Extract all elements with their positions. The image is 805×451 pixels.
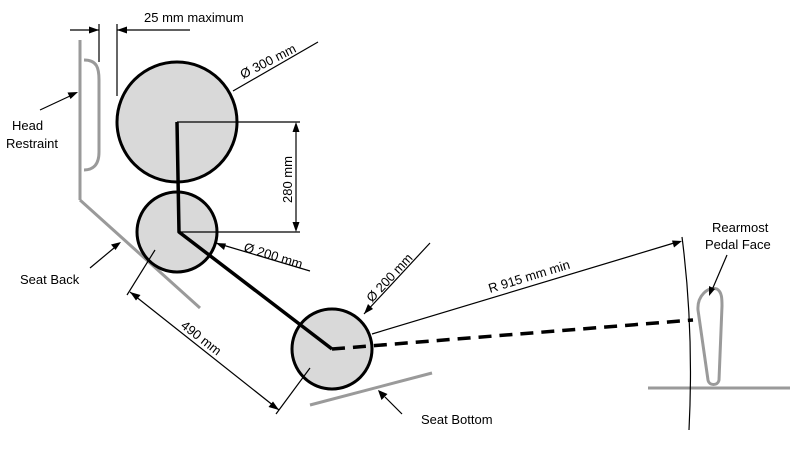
pedal-face-arrow [709, 286, 715, 296]
pedal-face-label-2: Pedal Face [705, 237, 771, 252]
leg-radius-arc [681, 236, 692, 431]
seat-bottom [309, 371, 433, 407]
torso-length-arrow-bottom [268, 401, 279, 410]
leg-radius-line [371, 242, 675, 335]
head-restraint [78, 40, 101, 200]
torso-length-label: 490 mm [178, 318, 224, 359]
seat-bottom-leader [384, 396, 403, 415]
shoulder-diameter-arrow [216, 243, 226, 250]
seat-bottom-arrow [378, 390, 388, 400]
hip-diameter-leader [363, 242, 431, 315]
head-diameter-label: Ø 300 mm [238, 41, 299, 82]
leg-link-dashed [331, 318, 694, 351]
pedal-face-label: Rearmost [712, 220, 769, 235]
hip-diameter-arrow [364, 304, 373, 314]
head-gap-dimension [70, 24, 190, 96]
neck-length-label: 280 mm [280, 156, 295, 203]
torso-length-dimension [126, 249, 311, 415]
head-gap-arrow-right [117, 26, 127, 34]
seat-back [78, 198, 202, 310]
seat-back-arrow [111, 242, 121, 250]
head-restraint-leader [39, 95, 71, 111]
leg-radius-arrow [672, 240, 682, 248]
head-restraint-label: Head [12, 118, 43, 133]
torso-length-arrow-top [130, 292, 141, 301]
head-restraint-arrow [67, 92, 78, 99]
shoulder-diameter-leader [215, 242, 311, 272]
head-gap-label: 25 mm maximum [144, 10, 244, 25]
pedal-face [696, 286, 724, 386]
shoulder-diameter-label: Ø 200 mm [242, 240, 304, 272]
leg-radius-label: R 915 mm min [486, 257, 571, 296]
neck-length-dimension [177, 121, 300, 233]
hip-diameter-label: Ø 200 mm [363, 250, 415, 305]
head-diameter-leader [232, 41, 319, 92]
head-restraint-label-2: Restraint [6, 136, 58, 151]
head-gap-arrow-left [89, 26, 99, 34]
neck-length-arrow-top [292, 122, 300, 132]
seat-back-leader [89, 247, 115, 269]
pedal-face-leader [711, 254, 728, 291]
seat-bottom-label: Seat Bottom [421, 412, 493, 427]
neck-length-arrow-bottom [292, 222, 300, 232]
seat-back-label: Seat Back [20, 272, 80, 287]
